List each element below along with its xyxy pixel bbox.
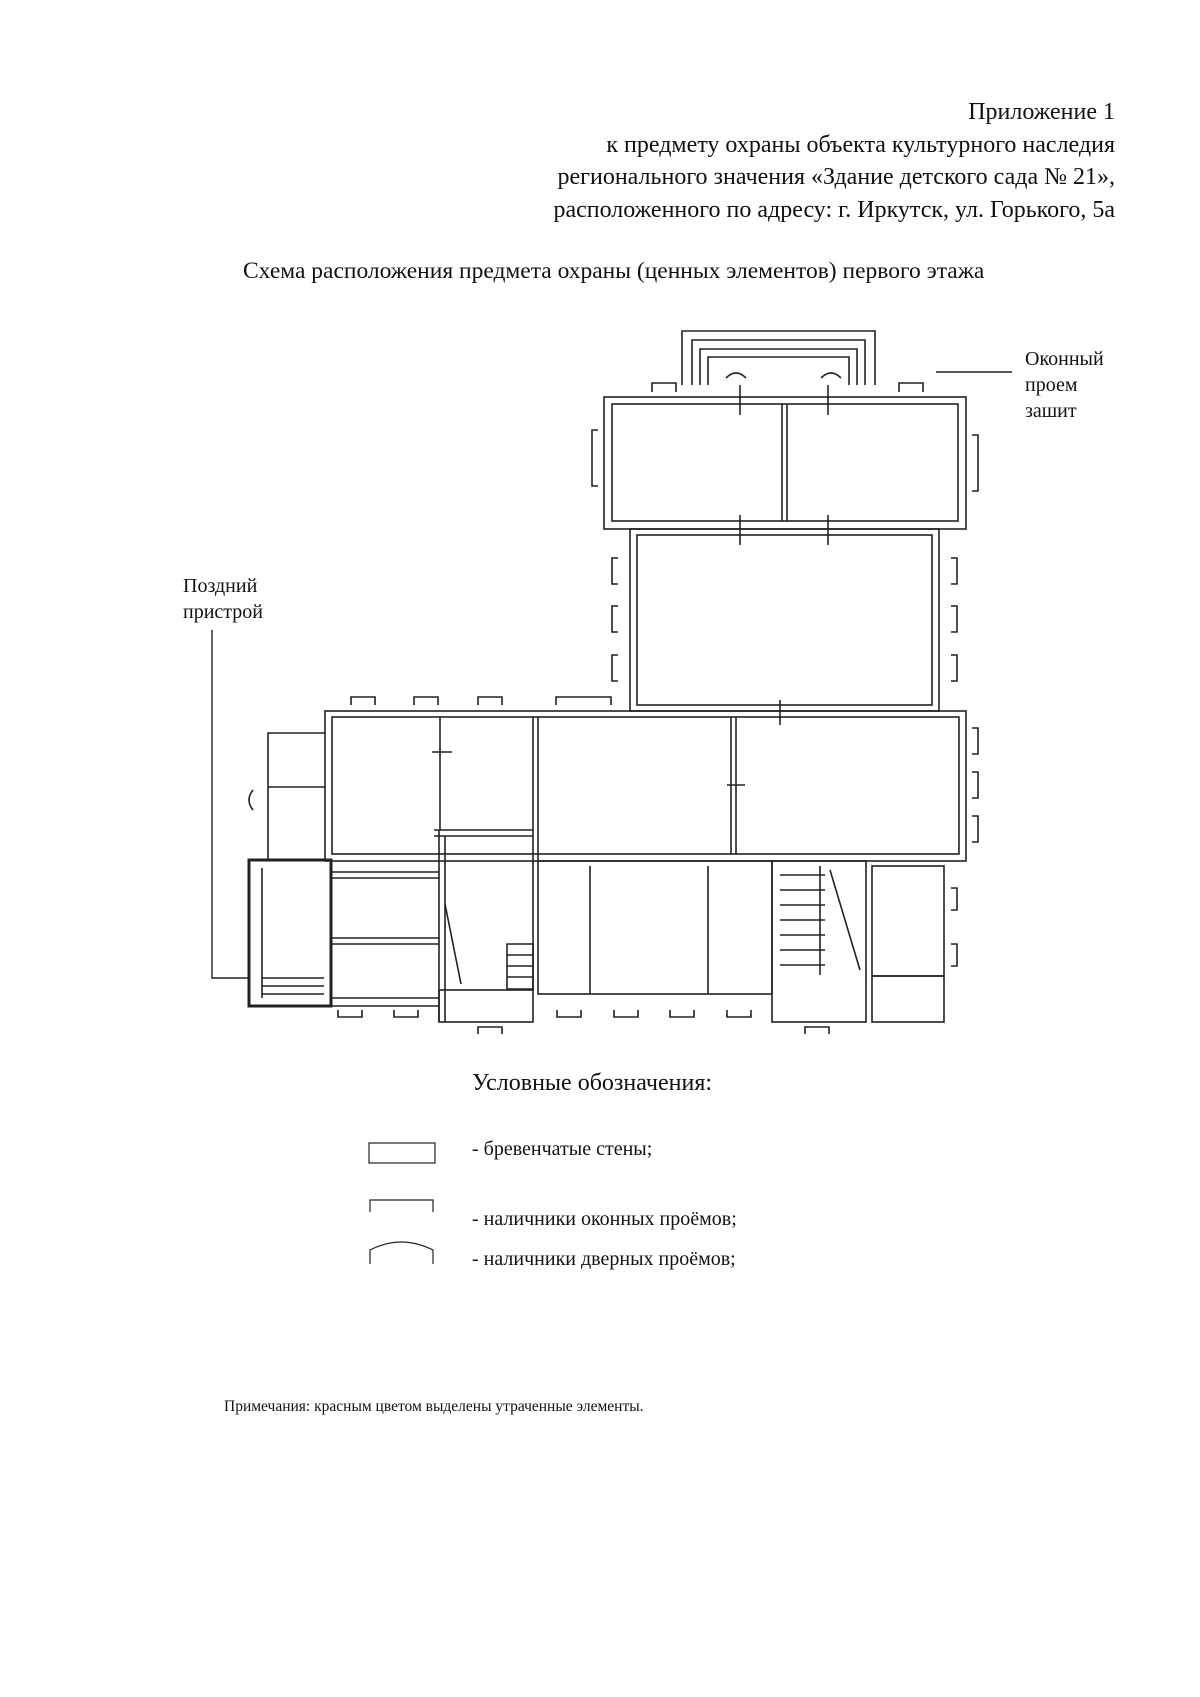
appendix-line-3: регионального значения «Здание детского … (557, 164, 1116, 190)
window-casing-icon (898, 382, 924, 392)
window-casing-icon (369, 1199, 434, 1212)
appendix-header: Приложение 1 к предмету охраны объекта к… (553, 96, 1115, 226)
footnote: Примечания: красным цветом выделены утра… (224, 1398, 644, 1415)
bottom-rooms (331, 830, 958, 1034)
appendix-line-4: расположенного по адресу: г. Иркутск, ул… (553, 196, 1115, 223)
legend-item-door-casings: - наличники дверных проёмов; (472, 1248, 736, 1270)
late-addition (247, 732, 333, 1008)
window-casing-icon (972, 434, 979, 492)
legend-item-window-casings: - наличники оконных проёмов; (472, 1208, 737, 1230)
middle-block (611, 528, 958, 725)
late-addition-label: Поздний пристрой (183, 575, 263, 623)
late-addition-leader (211, 630, 249, 979)
legend-item-log-walls: - бревенчатые стены; (472, 1138, 653, 1160)
top-block (591, 382, 979, 545)
appendix-line-2: к предмету охраны объекта культурного на… (606, 131, 1115, 158)
door-casing-icon (248, 789, 254, 811)
lower-block (324, 696, 979, 862)
legend-title: Условные обозначения: (472, 1070, 713, 1096)
log-wall-rect-icon (368, 1142, 436, 1164)
appendix-number: Приложение 1 (968, 99, 1115, 125)
window-casing-icon (591, 429, 598, 487)
plan-title: Схема расположения предмета охраны (ценн… (243, 258, 985, 284)
door-casing-icon (820, 372, 842, 379)
door-casing-arch-icon (369, 1241, 434, 1264)
door-casing-icon (725, 372, 747, 379)
porch (681, 330, 876, 385)
window-sewn-label: Оконный проем зашит (1025, 348, 1104, 422)
window-casing-icon (651, 382, 677, 392)
